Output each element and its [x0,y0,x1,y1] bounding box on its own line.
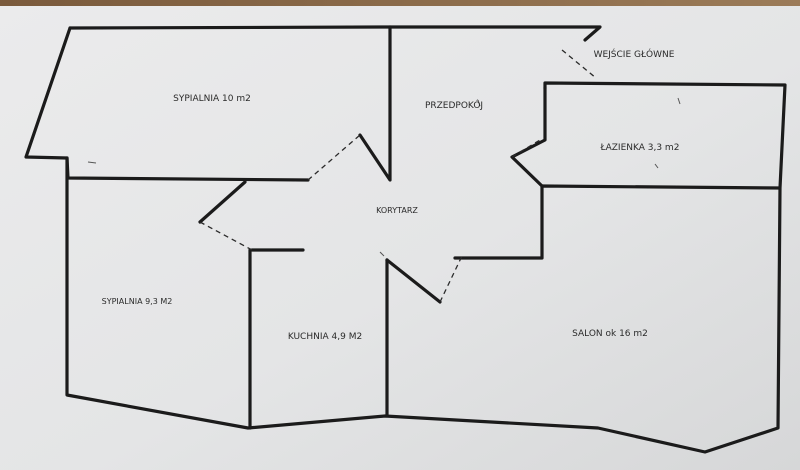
tick-mark [677,97,681,105]
tick-mark [87,161,97,164]
wall-bedroom-hall [358,25,392,182]
door-korytarz-left [199,221,253,251]
label-kuchnia: KUCHNIA 4,9 M2 [288,332,362,342]
outer-wall [24,25,787,454]
door-bedroom-top [307,134,361,181]
label-sypialnia-top: SYPIALNIA 10 m2 [173,94,251,104]
tick-mark [477,99,481,107]
door-entrance [561,49,597,79]
label-przedpokoj: PRZEDPOKÓJ [425,99,483,111]
label-salon: SALON ok 16 m2 [572,329,648,339]
tick-mark [379,251,385,257]
label-wejscie: WEJŚCIE GŁÓWNE [594,48,675,60]
label-lazienka: ŁAZIENKA 3,3 m2 [600,143,680,153]
label-sypialnia-left: SYPIALNIA 9,3 M2 [102,297,173,306]
table-edge [0,0,800,10]
wall-bedroom-top-bottom [65,156,310,182]
tick-mark [654,163,659,169]
door-bathroom [511,139,541,158]
label-korytarz: KORYTARZ [376,206,418,215]
wall-bathroom-notch [510,86,547,188]
wall-salon-diagonal [385,258,442,304]
paper-sheet [0,6,800,470]
wall-korytarz-left [198,180,247,224]
